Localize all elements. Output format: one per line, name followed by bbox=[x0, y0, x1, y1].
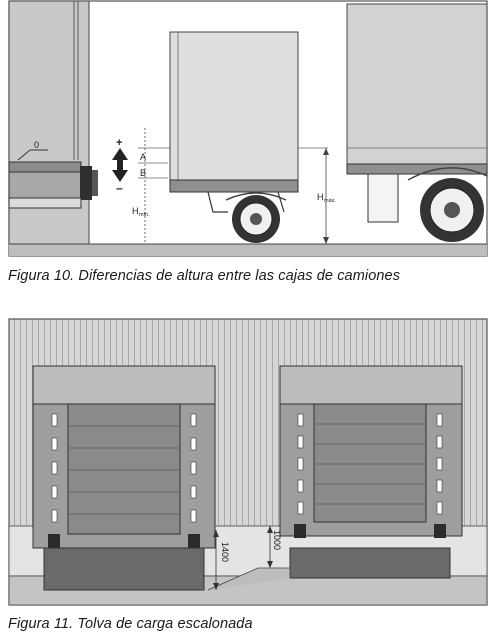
figure-11-illustration: 1400 1000 bbox=[8, 318, 488, 606]
dimension-1400: 1400 bbox=[220, 542, 230, 562]
hmax-label: H bbox=[317, 192, 324, 202]
loading-dock-left bbox=[8, 0, 98, 245]
small-truck bbox=[169, 31, 299, 243]
large-truck bbox=[346, 3, 488, 242]
hmax-subscript: máx. bbox=[324, 198, 336, 204]
figure-10-caption: Figura 10. Diferencias de altura entre l… bbox=[8, 268, 401, 284]
dock-shelter-right bbox=[279, 365, 463, 579]
ground bbox=[9, 244, 487, 256]
label-b: B bbox=[140, 168, 146, 178]
zero-label: 0 bbox=[34, 140, 39, 150]
dimension-1000: 1000 bbox=[272, 530, 282, 550]
minus-label: – bbox=[116, 181, 123, 195]
hmin-label: H bbox=[132, 206, 139, 216]
hmin-subscript: min. bbox=[139, 212, 150, 218]
truck-height-diagram: 0 + – A B H min. bbox=[8, 0, 488, 257]
height-adjust-arrows: + – bbox=[112, 137, 128, 195]
figure-10-illustration: 0 + – A B H min. bbox=[8, 0, 488, 258]
stepped-loading-bay-diagram: 1400 1000 bbox=[8, 318, 488, 606]
plus-label: + bbox=[116, 137, 122, 149]
label-a: A bbox=[140, 152, 146, 162]
dock-shelter-left bbox=[32, 365, 216, 591]
figure-11-caption: Figura 11. Tolva de carga escalonada bbox=[8, 616, 253, 632]
